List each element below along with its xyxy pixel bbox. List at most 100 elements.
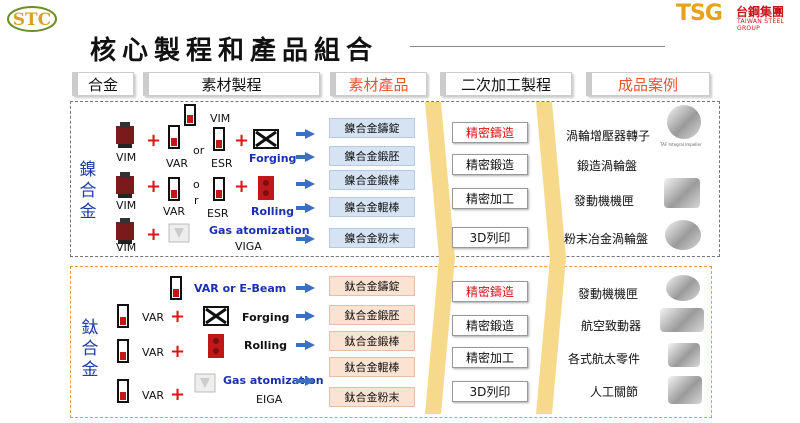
plus-icon: + [146,130,162,151]
titanium-alloy-label: 鈦合金 [81,318,99,380]
header-alloy: 合金 [72,72,134,96]
aerospace-parts-photo [668,343,700,367]
titanium-case-artificial-joint: 人工關節 [590,385,639,399]
flow-arrow [296,379,306,383]
nickel-product-forged-bar: 鎳合金鍛棒 [329,170,415,190]
var-furnace-icon [117,304,129,328]
eiga-label: EIGA [256,393,283,406]
plus-icon: + [234,176,250,197]
engine-casing-photo [666,275,700,301]
vim-furnace-icon [116,172,134,198]
vim-top-label: VIM [210,112,231,125]
vim-top-furnace-icon [184,104,196,126]
or-label: o [193,178,200,191]
header-material-process: 素材製程 [143,72,320,96]
var-label: VAR [142,311,164,324]
tsg-chinese-name: 台鋼集團 [736,5,785,19]
vim-label: VIM [116,151,137,164]
plus-icon: + [170,341,186,362]
impeller-photo-caption: TAF Integral Impeller [660,142,702,147]
forging-label: Forging [242,311,290,324]
gas-atomization-label: Gas atomization [223,374,324,387]
flow-arrow-head [305,311,315,321]
plus-icon: + [170,384,186,405]
tsg-logo: TSG [676,1,723,26]
titanium-secondary-casting: 精密鑄造 [452,281,528,302]
flow-arrow [296,343,306,347]
nickel-secondary-machining: 精密加工 [452,188,528,209]
turbine-disc-photo [665,220,701,250]
plus-icon: + [234,130,250,151]
titanium-secondary-3d-printing: 3D列印 [452,381,528,402]
gas-atomizer-icon [194,373,216,393]
nickel-secondary-3d-printing: 3D列印 [452,227,528,248]
stc-logo: STC [7,6,57,32]
esr-furnace-icon [213,177,225,201]
esr-label: ESR [207,207,229,220]
nickel-secondary-casting: 精密鑄造 [452,122,528,143]
flow-arrow-head [305,179,315,189]
nickel-case-turbine-disc: 鍛造渦輪盤 [577,159,638,173]
rolling-label: Rolling [251,205,295,218]
forging-label: Forging [249,152,297,165]
nickel-case-pm-turbine-disc: 粉末冶金渦輪盤 [564,232,649,246]
titanium-case-actuator: 航空致動器 [581,319,642,333]
nickel-section [70,101,720,257]
plus-icon: + [170,306,186,327]
gas-atomization-label: Gas atomization [209,224,310,237]
or-label: r [194,194,199,207]
flow-arrow [296,206,306,210]
nickel-product-rolled-bar: 鎳合金輥棒 [329,197,415,217]
flow-arrow-head [305,376,315,386]
rolling-mill-icon [258,176,274,200]
var-label: VAR [142,346,164,359]
nickel-product-ingot: 鎳合金鑄錠 [329,118,415,138]
flow-arrow-head [305,129,315,139]
vim-label: VIM [116,199,137,212]
engine-casing-photo [664,178,700,208]
rolling-mill-icon [208,334,224,358]
titanium-section [70,266,712,418]
esr-furnace-icon [213,127,225,151]
vim-furnace-icon [116,218,134,244]
var-ebeam-label: VAR or E-Beam [194,282,287,295]
gas-atomizer-icon [168,223,190,243]
titanium-product-rolled-bar: 鈦合金輥棒 [329,357,415,377]
titanium-case-engine-casing: 發動機機匣 [578,287,639,301]
var-label: VAR [142,389,164,402]
tsg-english-name: TAIWAN STEEL GROUP [737,18,785,32]
header-material-product: 素材產品 [330,72,427,96]
viga-label: VIGA [235,240,262,253]
var-label: VAR [163,205,185,218]
titanium-product-ingot: 鈦合金鑄錠 [329,276,415,296]
nickel-product-powder: 鎳合金粉末 [329,228,415,248]
plus-icon: + [146,176,162,197]
titanium-product-powder: 鈦合金粉末 [329,387,415,407]
svg-text:STC: STC [13,10,51,30]
flow-arrow-head [305,283,315,293]
titanium-secondary-forging: 精密鍛造 [452,315,528,336]
nickel-case-turbo-rotor: 渦輪增壓器轉子 [566,129,651,143]
var-furnace-icon [168,177,180,201]
titanium-secondary-machining: 精密加工 [452,347,528,368]
esr-label: ESR [211,157,233,170]
nickel-alloy-label: 鎳合金 [79,160,97,222]
artificial-joint-photo [668,376,702,404]
page-title: 核心製程和產品組合 [90,36,379,66]
vim-furnace-icon [116,122,134,148]
var-furnace-icon [170,276,182,300]
flow-arrow [296,237,306,241]
titanium-case-aerospace-parts: 各式航太零件 [568,352,641,366]
flow-arrow-head [305,340,315,350]
flow-arrow [296,182,306,186]
header-secondary-process: 二次加工製程 [440,72,572,96]
title-divider [410,46,665,47]
flow-arrow [296,286,306,290]
flow-arrow-head [305,203,315,213]
rolling-label: Rolling [244,339,288,352]
nickel-case-engine-casing: 發動機機匣 [574,194,635,208]
var-furnace-icon [117,339,129,363]
titanium-product-forged-bar: 鈦合金鍛棒 [329,331,415,351]
var-label: VAR [166,157,188,170]
flow-chevron-1 [425,102,455,414]
